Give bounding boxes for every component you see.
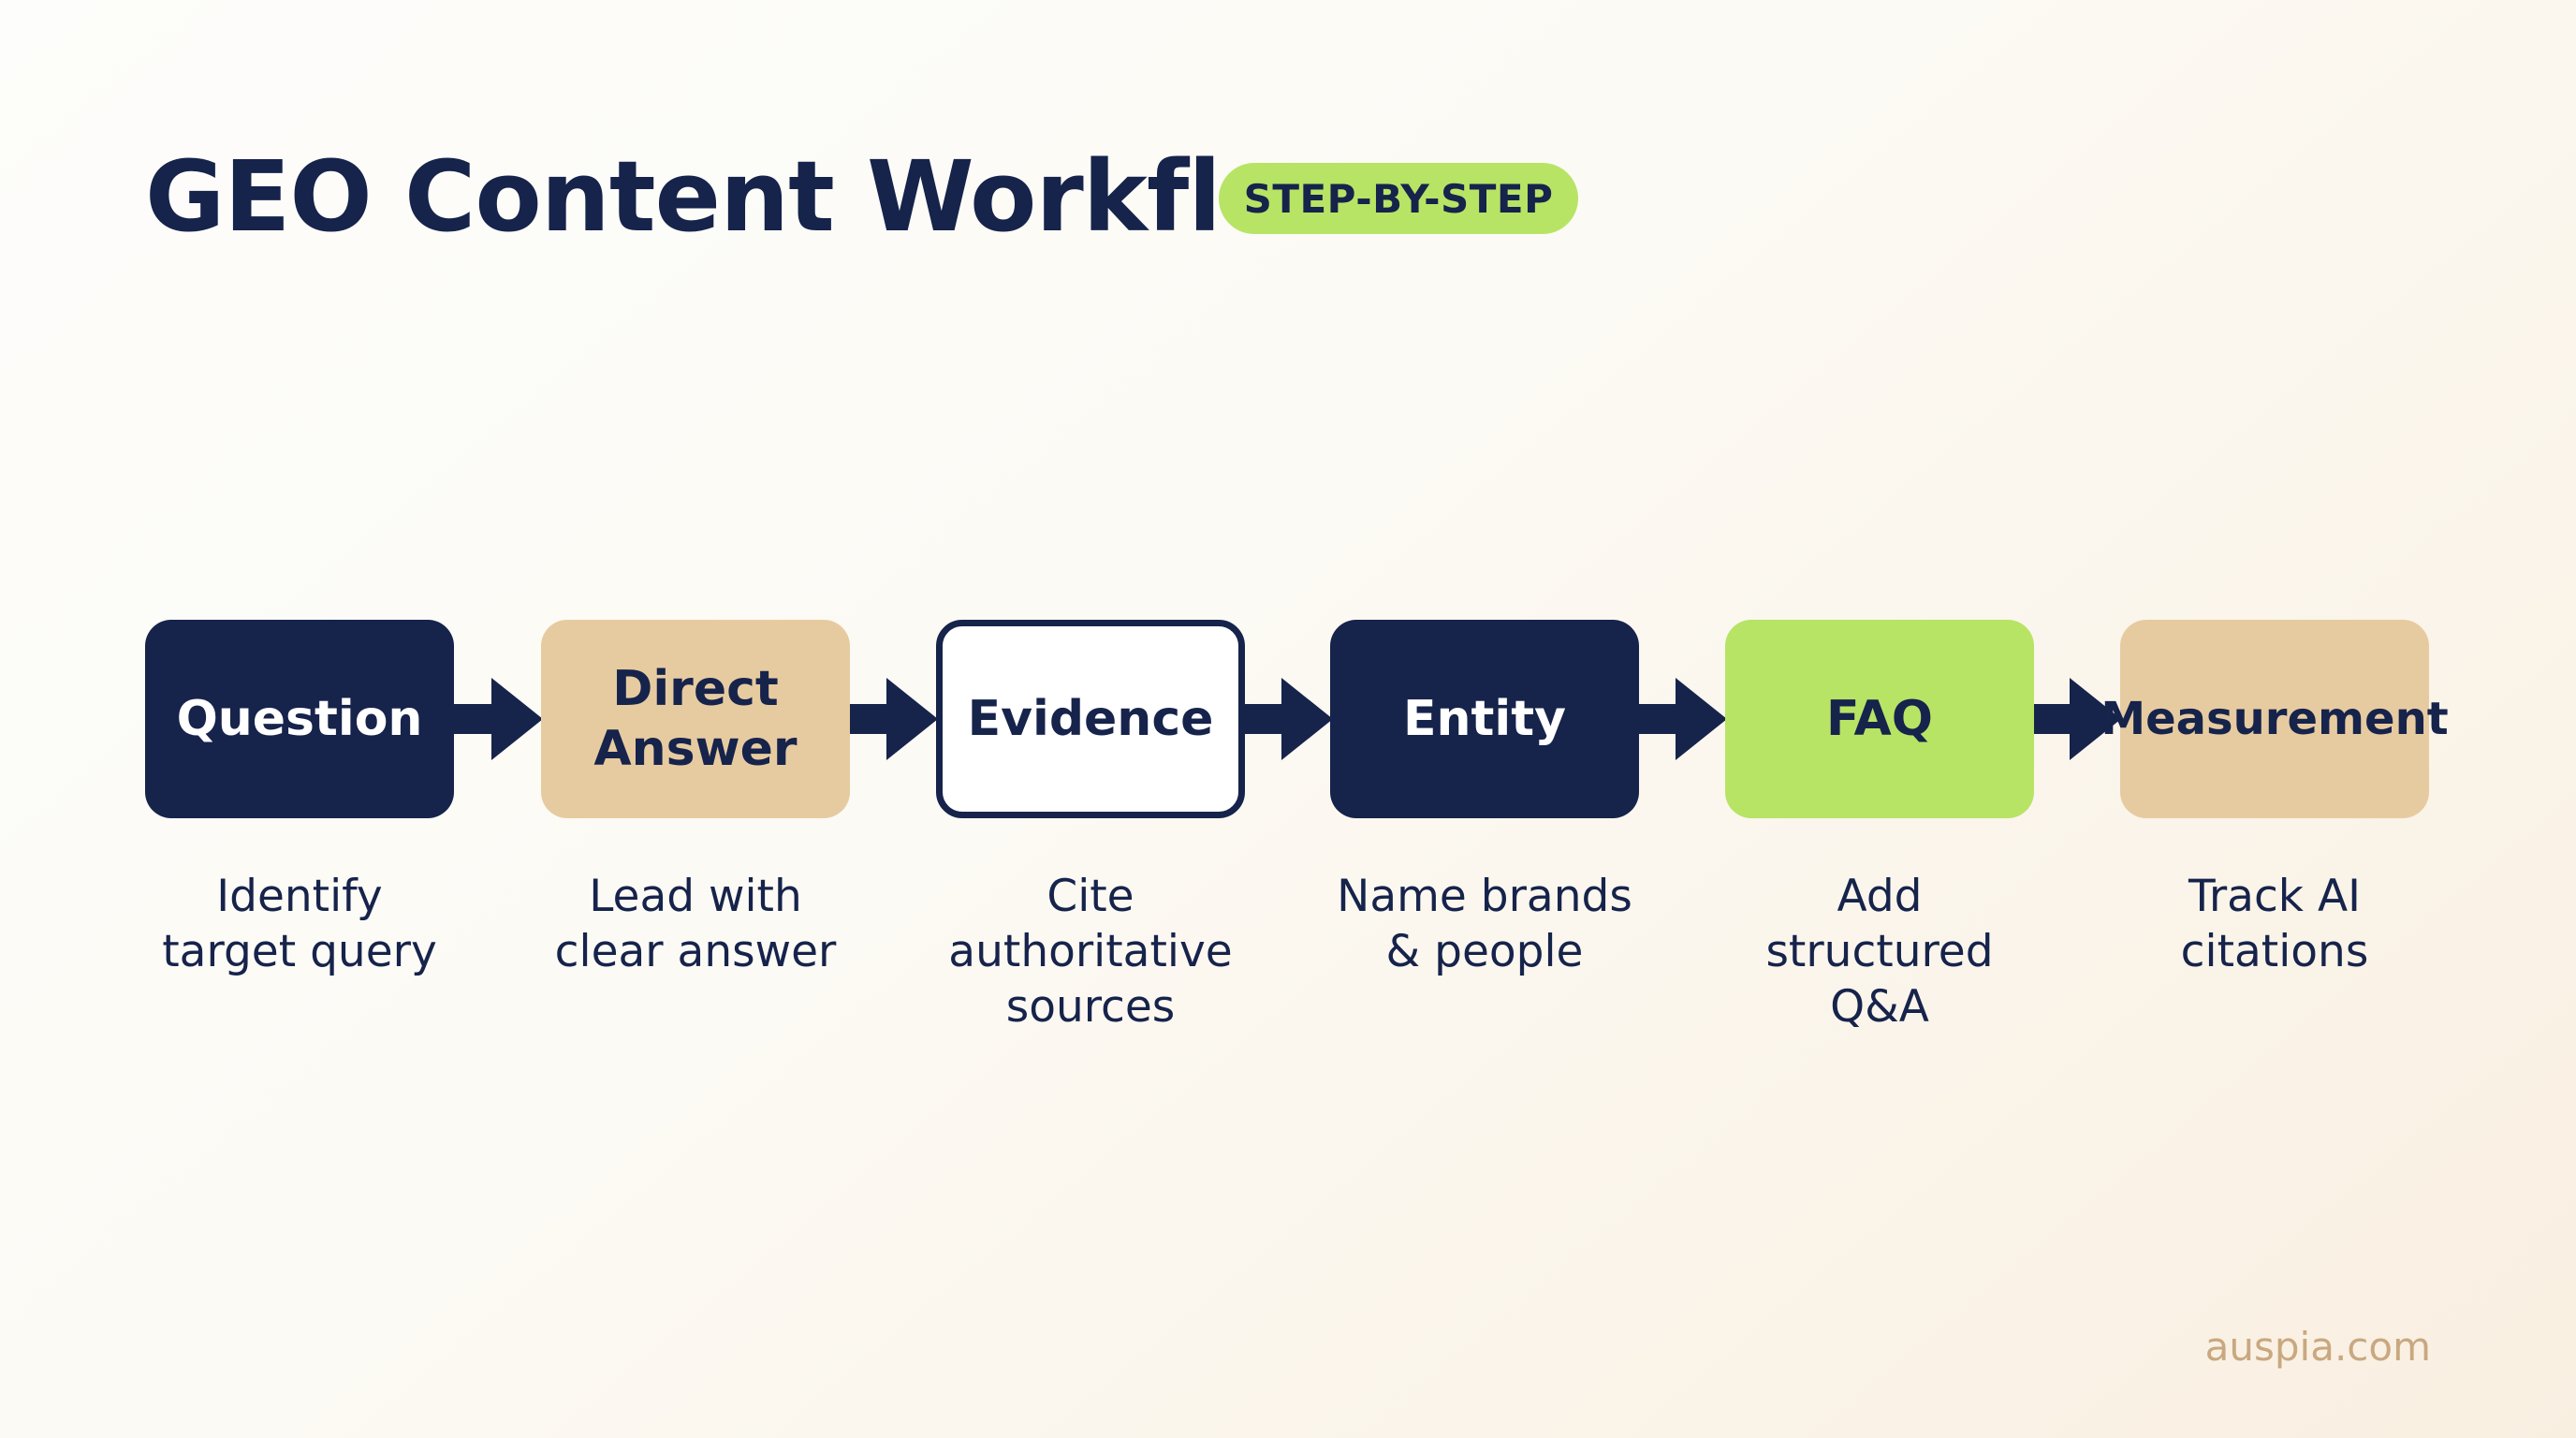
arrow-3-to-4 <box>1244 678 1333 760</box>
step-measurement-description: Track AI citations <box>2180 871 2369 977</box>
arrow-1-to-2 <box>454 678 543 760</box>
footer-brand: auspia.com <box>2204 1324 2431 1370</box>
step-entity-box: Entity <box>1330 620 1639 818</box>
step-direct-answer-description: Lead with clear answer <box>554 871 837 977</box>
step-faq-description: Add structured Q&A <box>1765 871 1994 1033</box>
step-entity-description: Name brands & people <box>1337 871 1632 977</box>
step-by-step-badge: STEP-BY-STEP <box>1219 163 1578 234</box>
step-question-description: Identify target query <box>162 871 437 977</box>
arrow-4-to-5 <box>1638 678 1727 760</box>
step-measurement-box: Measurement <box>2100 620 2449 818</box>
step-question-box: Question <box>145 620 454 818</box>
page-title: GEO Content Workflow <box>145 139 1376 254</box>
arrow-5-to-6 <box>2032 678 2121 760</box>
arrow-2-to-3 <box>849 678 938 760</box>
step-evidence-box: Evidence <box>936 620 1245 818</box>
step-evidence-description: Cite authoritative sources <box>948 871 1233 1033</box>
step-faq-box: FAQ <box>1725 620 2034 818</box>
step-direct-answer-box: Direct Answer <box>541 620 850 818</box>
